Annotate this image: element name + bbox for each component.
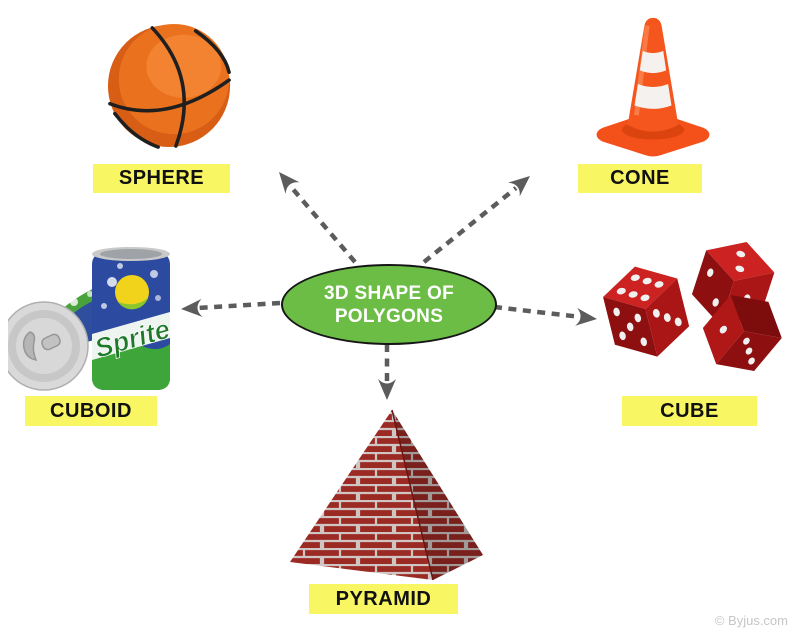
byjus-credit: © Byjus.com <box>714 613 788 628</box>
arrow-line-cuboid <box>197 300 281 311</box>
label-cone: CONE <box>578 164 702 193</box>
arrowhead-cube <box>575 307 597 326</box>
die-left <box>603 266 690 357</box>
soda-cans-image: Sprite <box>8 247 174 391</box>
center-node: 3D SHAPE OF POLYGONS <box>281 264 497 345</box>
die-bottom <box>702 295 782 372</box>
arrowhead-cuboid <box>181 298 203 317</box>
traffic-cone-image <box>596 17 710 157</box>
arrowhead-sphere <box>279 172 300 194</box>
arrow-line-cone <box>422 186 518 264</box>
pyramid-image <box>290 409 483 581</box>
center-node-line1: 3D SHAPE OF <box>324 282 454 304</box>
label-cube: CUBE <box>622 396 757 426</box>
arrow-line-cube <box>493 304 582 320</box>
arrowhead-cone <box>508 176 530 197</box>
arrow-line-sphere <box>290 186 357 264</box>
dice-image <box>603 241 782 372</box>
center-node-line2: POLYGONS <box>334 305 444 327</box>
pyramid-right-face <box>392 410 483 580</box>
label-cuboid: CUBOID <box>25 396 157 426</box>
basketball-image <box>107 23 231 149</box>
label-pyramid: PYRAMID <box>309 584 458 614</box>
label-sphere: SPHERE <box>93 164 230 193</box>
arrowhead-pyramid <box>378 379 396 400</box>
pyramid-front-face <box>290 410 433 580</box>
upright-can: Sprite <box>91 247 174 390</box>
